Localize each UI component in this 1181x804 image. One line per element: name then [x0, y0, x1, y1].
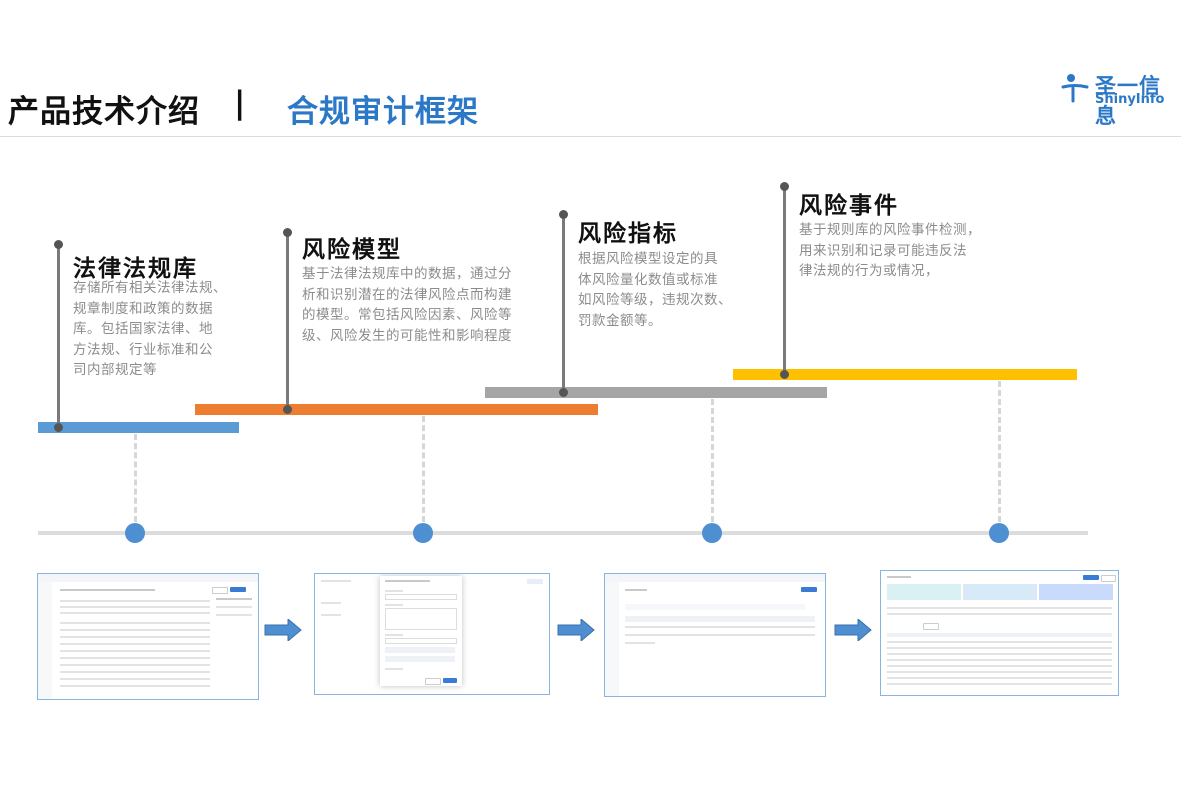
- stage-title-2: 风险模型: [302, 237, 402, 263]
- arrow-right-icon: [834, 619, 872, 641]
- timeline-node-1: [125, 523, 145, 543]
- stage-title-4: 风险事件: [799, 193, 899, 219]
- timeline-node-3: [702, 523, 722, 543]
- title-separator: |: [234, 85, 246, 121]
- stage-title-3: 风险指标: [578, 221, 678, 247]
- logo-person-icon: [1061, 74, 1089, 103]
- stage-dot-bottom-1: [54, 423, 63, 432]
- stage-title-1: 法律法规库: [73, 256, 198, 282]
- connector-dash-1: [134, 434, 137, 522]
- stage-bar-risk-indicator: [485, 387, 827, 398]
- stage-stem-4: [783, 186, 786, 374]
- stage-dot-bottom-2: [283, 405, 292, 414]
- header-divider: [0, 136, 1181, 137]
- page-subtitle: 合规审计框架: [287, 94, 479, 130]
- stage-dot-top-1: [54, 240, 63, 249]
- stage-dot-bottom-3: [559, 388, 568, 397]
- stage-stem-2: [286, 232, 289, 409]
- stage-bar-risk-event: [733, 369, 1077, 380]
- logo-text-en: ShinyInfo: [1095, 92, 1165, 107]
- stage-stem-3: [562, 214, 565, 392]
- screenshot-law-library: [37, 573, 259, 700]
- stage-bar-law-library: [38, 422, 239, 433]
- connector-dash-2: [422, 416, 425, 522]
- stage-desc-1: 存储所有相关法律法规、规章制度和政策的数据库。包括国家法律、地方法规、行业标准和…: [73, 280, 227, 378]
- page-title: 产品技术介绍: [8, 94, 200, 130]
- stage-desc-4: 基于规则库的风险事件检测，用来识别和记录可能违反法律法规的行为或情况，: [799, 222, 981, 279]
- screenshot-risk-model: [314, 573, 550, 695]
- connector-dash-3: [711, 399, 714, 522]
- stage-stem-1: [57, 244, 60, 427]
- stage-bar-risk-model: [195, 404, 598, 415]
- stage-dot-bottom-4: [780, 370, 789, 379]
- timeline-axis: [38, 531, 1088, 535]
- connector-dash-4: [998, 381, 1001, 522]
- screenshot-risk-event: [880, 570, 1119, 696]
- arrow-right-icon: [264, 619, 302, 641]
- timeline-node-4: [989, 523, 1009, 543]
- screenshot-risk-indicator: [604, 573, 826, 697]
- stage-dot-top-2: [283, 228, 292, 237]
- logo-text-cn: 圣一信息: [1095, 74, 1161, 128]
- timeline-node-2: [413, 523, 433, 543]
- stage-desc-2: 基于法律法规库中的数据，通过分析和识别潜在的法律风险点而构建的模型。常包括风险因…: [302, 266, 512, 344]
- stage-dot-top-4: [780, 182, 789, 191]
- stage-dot-top-3: [559, 210, 568, 219]
- arrow-right-icon: [557, 619, 595, 641]
- stage-desc-3: 根据风险模型设定的具体风险量化数值或标准如风险等级，违规次数、罚款金额等。: [578, 251, 732, 329]
